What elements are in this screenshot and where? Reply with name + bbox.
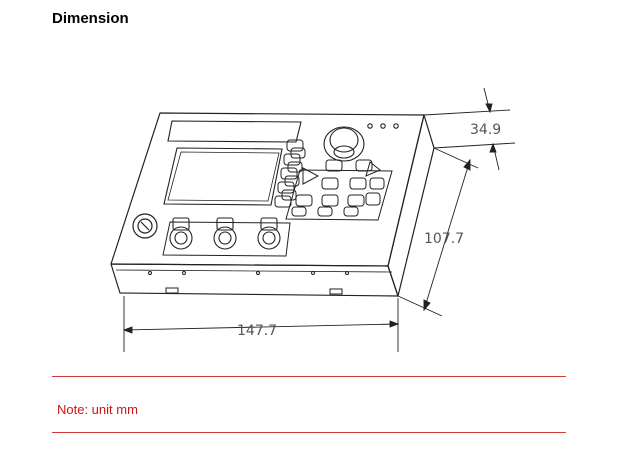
height-extension-top	[433, 147, 479, 169]
height-dimension-value: 107.7	[424, 231, 464, 247]
rotary-knob	[323, 123, 399, 162]
depth-dimension-value: 34.9	[470, 122, 501, 138]
screen-area	[163, 120, 302, 206]
width-dimension-line	[123, 323, 399, 331]
chassis-details	[148, 271, 349, 295]
unit-note: Note: unit mm	[57, 402, 138, 417]
divider-bottom	[52, 432, 566, 433]
bnc-connector-3	[257, 217, 281, 250]
top-display-window	[167, 120, 302, 143]
side-buttons	[274, 139, 306, 208]
bnc-connector-1	[169, 217, 193, 250]
lcd-screen	[163, 147, 283, 206]
bnc-connector-2	[213, 217, 237, 250]
divider-top	[52, 376, 566, 377]
depth-extension-bottom	[433, 142, 516, 149]
bnc-connectors	[162, 217, 291, 257]
height-dimension-line	[423, 159, 471, 311]
dimension-lines	[122, 87, 516, 352]
power-switch	[132, 213, 158, 239]
depth-extension-top	[423, 109, 511, 116]
keypad	[285, 159, 393, 221]
device-outline	[110, 112, 435, 297]
page-title: Dimension	[52, 10, 129, 27]
width-dimension-value: 147.7	[237, 323, 277, 339]
height-extension-bottom	[397, 295, 443, 317]
